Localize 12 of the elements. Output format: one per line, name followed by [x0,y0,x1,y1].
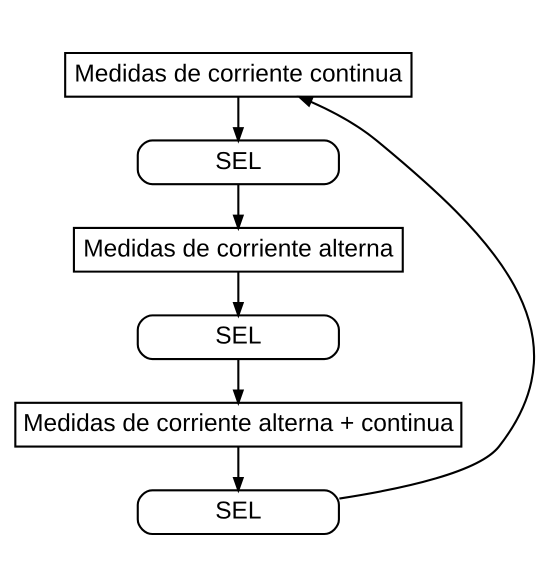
arrow [232,358,244,406]
arrow [232,96,244,144]
arrow [232,446,244,493]
node-box: SEL [136,488,340,535]
node-box: Medidas de corriente alterna + continua [14,401,462,448]
arrow [296,95,535,500]
arrow [232,184,244,231]
node-box: SEL [136,138,340,185]
node-box: SEL [136,314,340,360]
arrow [232,271,244,318]
node-box: Medidas de corriente continua [64,51,413,98]
node-box: Medidas de corriente alterna [72,226,404,272]
